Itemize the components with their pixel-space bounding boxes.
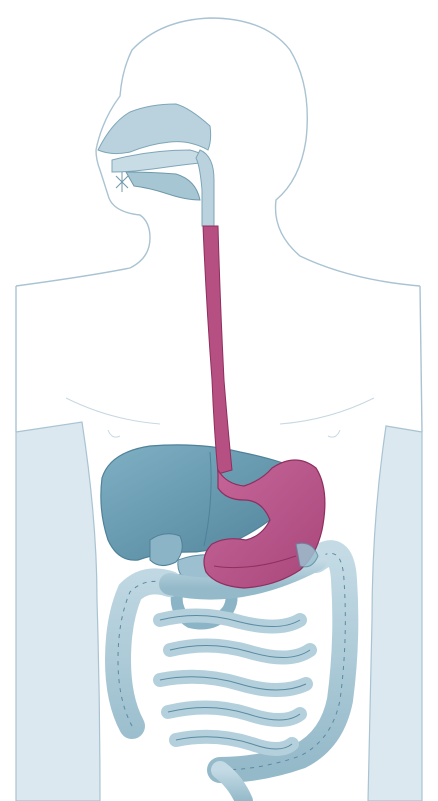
nipple-left (108, 430, 120, 437)
nipple-right (328, 430, 340, 437)
teeth-shape (116, 172, 128, 192)
left-arm-shape (16, 422, 100, 801)
head-outline-icon (96, 18, 420, 286)
gallbladder-icon (150, 534, 182, 566)
chest-contour-right (280, 398, 374, 424)
mouth-icon (126, 172, 200, 200)
esophagus-icon (203, 226, 232, 474)
neck-front-outline (16, 238, 150, 286)
chest-contour-left (66, 398, 160, 424)
pharynx-icon (196, 150, 214, 226)
palate-shape (112, 150, 210, 172)
right-arm-shape (368, 426, 422, 801)
nasal-cavity-icon (98, 104, 211, 154)
torso-right-outline (420, 286, 422, 432)
